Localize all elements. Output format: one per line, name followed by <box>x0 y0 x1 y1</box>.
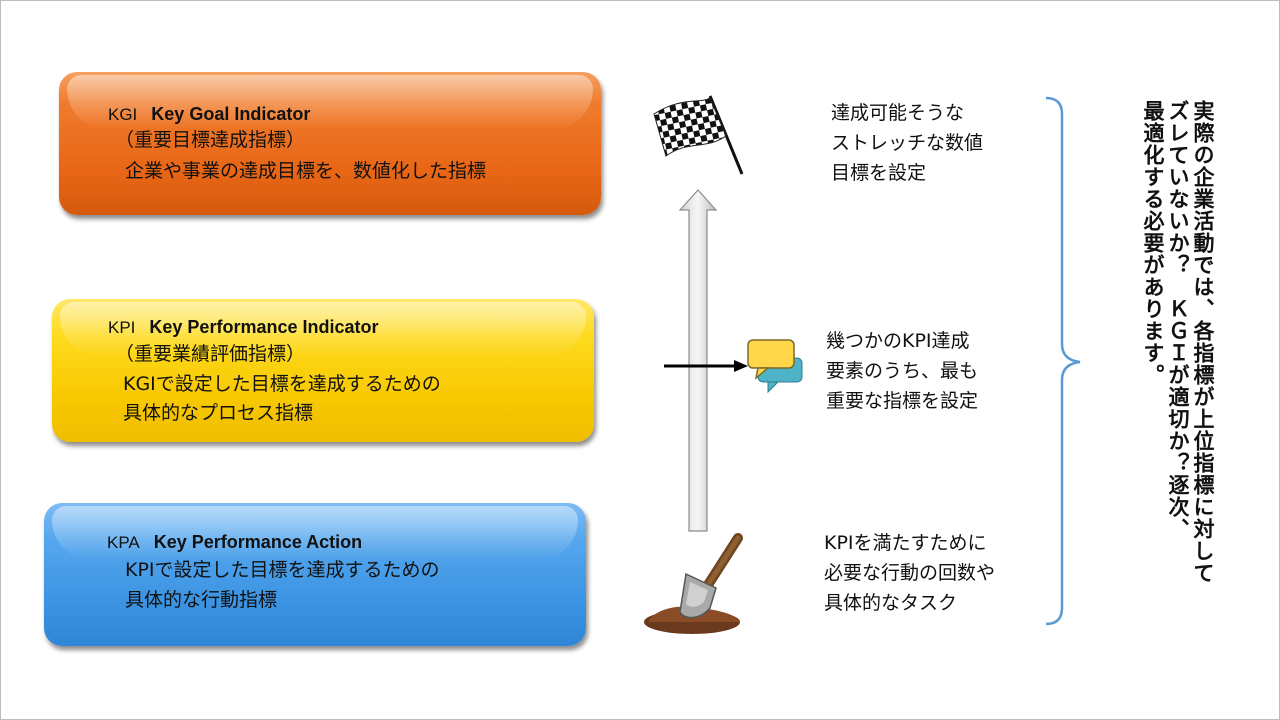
vertical-note-line-2: ズレていないか？ ＫＧＩが適切か？逐次、 <box>1166 100 1190 540</box>
kpi-side-line: 重要な指標を設定 <box>826 390 979 412</box>
kpa-side-line: 具体的なタスク <box>824 592 958 614</box>
kpi-side-note: 幾つかのKPI達成 要素のうち、最も 重要な指標を設定 <box>826 326 978 416</box>
kgi-side-line: 目標を設定 <box>831 162 927 184</box>
kpi-heading: KPI Key Performance Indicator <box>108 316 378 339</box>
kgi-side-line: 達成可能そうな <box>831 102 965 124</box>
kpa-box: KPA Key Performance Action KPIで設定した目標を達成す… <box>44 503 586 646</box>
kgi-japanese-name: （重要目標達成指標） <box>115 129 306 151</box>
kpi-side-line: 要素のうち、最も <box>826 360 979 382</box>
kpi-full-name: Key Performance Indicator <box>149 317 379 337</box>
kgi-side-note: 達成可能そうな ストレッチな数値 目標を設定 <box>831 98 983 188</box>
speech-bubbles-icon <box>747 339 803 394</box>
kpa-heading: KPA Key Performance Action <box>107 531 362 554</box>
shovel-in-soil-icon <box>644 533 743 634</box>
kpa-side-line: 必要な行動の回数や <box>824 562 996 584</box>
up-arrow <box>678 189 718 532</box>
kpa-abbr: KPA <box>107 533 140 552</box>
kpi-description-2: 具体的なプロセス指標 <box>123 402 314 424</box>
pointer-arrow <box>664 360 748 372</box>
kpi-description-1: KGIで設定した目標を達成するための <box>123 373 441 395</box>
kgi-box: KGI Key Goal Indicator （重要目標達成指標） 企業や事業の達… <box>59 72 601 215</box>
kpa-side-note: KPIを満たすために 必要な行動の回数や 具体的なタスク <box>824 528 995 618</box>
kgi-abbr: KGI <box>108 105 138 124</box>
checkered-flag-icon <box>653 95 744 175</box>
vertical-note-line-1: 実際の企業活動では、各指標が上位指標に対して <box>1191 100 1215 584</box>
box-gloss <box>67 75 593 130</box>
kpi-side-line: 幾つかのKPI達成 <box>826 330 970 352</box>
kgi-side-line: ストレッチな数値 <box>831 132 984 154</box>
curly-bracket <box>1045 96 1081 626</box>
kpa-side-line: KPIを満たすために <box>824 532 987 554</box>
kgi-description: 企業や事業の達成目標を、数値化した指標 <box>125 160 487 182</box>
box-gloss <box>52 506 578 561</box>
vertical-note: 実際の企業活動では、各指標が上位指標に対して ズレていないか？ ＫＧＩが適切か？… <box>1140 100 1215 640</box>
kgi-heading: KGI Key Goal Indicator <box>108 103 310 126</box>
kpa-full-name: Key Performance Action <box>153 532 363 552</box>
vertical-note-line-3: 最適化する必要があります。 <box>1141 100 1165 386</box>
kpa-description-2: 具体的な行動指標 <box>125 589 278 611</box>
kpi-abbr: KPI <box>108 318 136 337</box>
kpi-japanese-name: （重要業績評価指標） <box>115 343 306 365</box>
kgi-full-name: Key Goal Indicator <box>151 104 311 124</box>
box-gloss <box>60 302 586 357</box>
kpa-description-1: KPIで設定した目標を達成するための <box>125 559 440 581</box>
